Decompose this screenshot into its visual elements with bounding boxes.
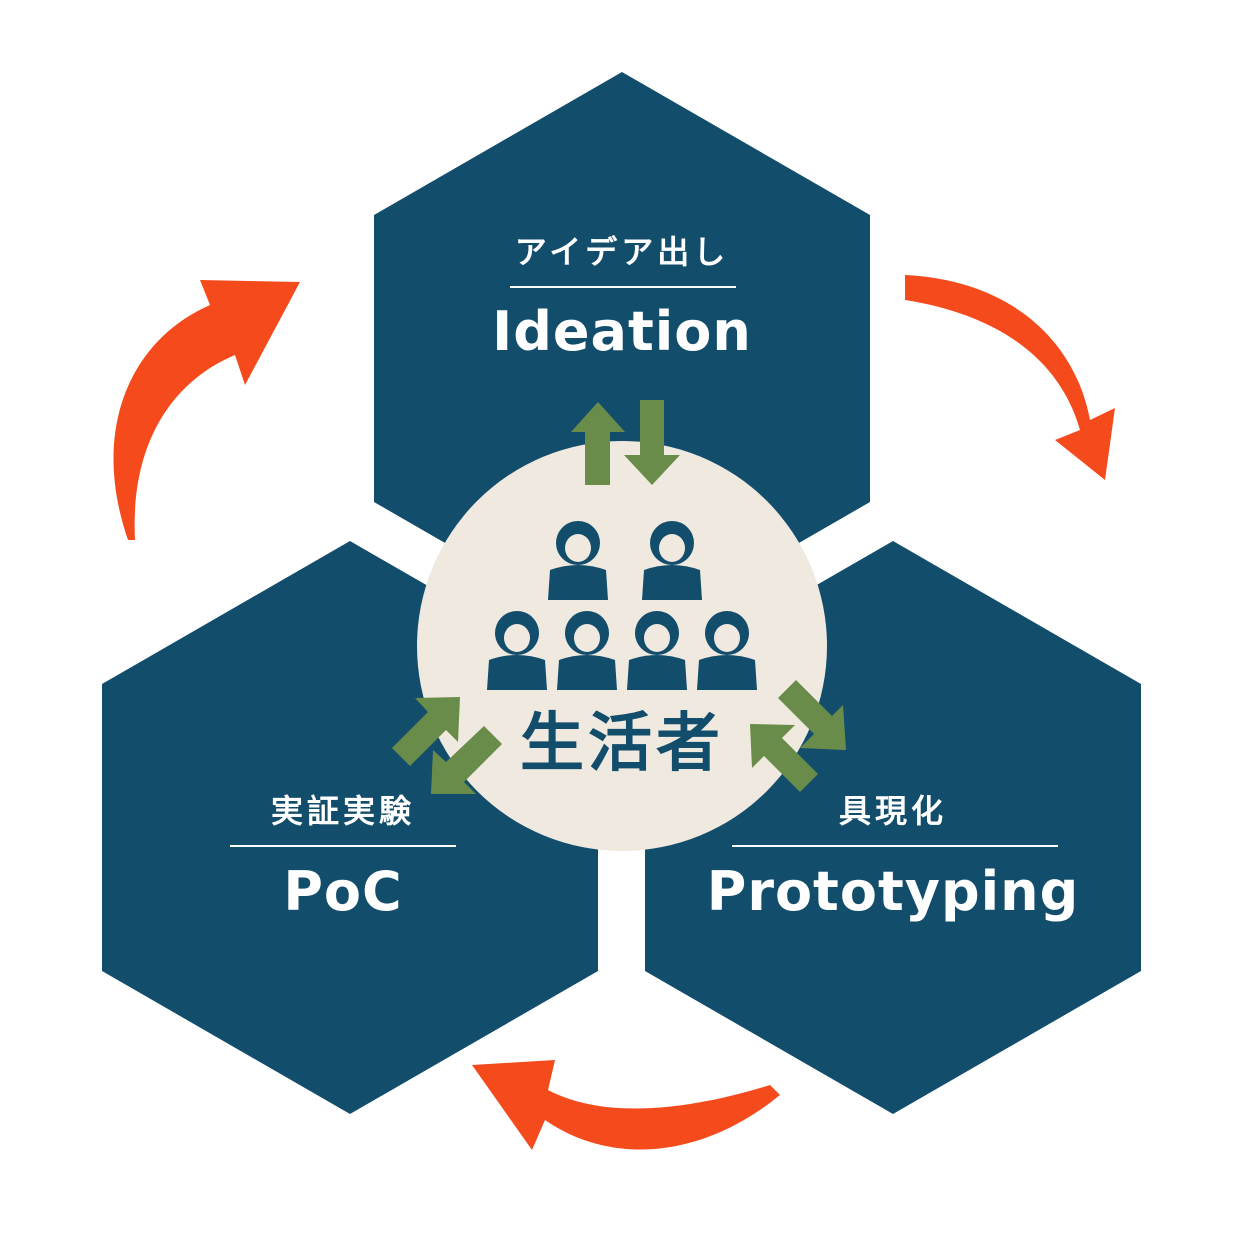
cycle-arrow-ideation-to-prototyping bbox=[905, 275, 1115, 480]
stage-ideation-jp-label: アイデア出し bbox=[515, 233, 729, 271]
center-label: 生活者 bbox=[520, 707, 724, 781]
stage-poc-en-label: PoC bbox=[283, 860, 402, 923]
exchange-arrows-poc bbox=[392, 697, 502, 794]
exchange-arrows-ideation bbox=[571, 400, 680, 485]
exchange-arrows-prototyping bbox=[750, 680, 846, 792]
stage-prototyping-jp-label: 具現化 bbox=[839, 792, 947, 830]
stage-poc-jp-label: 実証実験 bbox=[271, 792, 415, 830]
stage-prototyping-en-label: Prototyping bbox=[707, 860, 1080, 923]
stage-ideation-en-label: Ideation bbox=[492, 300, 752, 363]
cycle-arrow-prototyping-to-poc bbox=[472, 1060, 780, 1150]
cycle-arrow-poc-to-ideation bbox=[113, 280, 300, 540]
center-circle bbox=[417, 441, 827, 851]
